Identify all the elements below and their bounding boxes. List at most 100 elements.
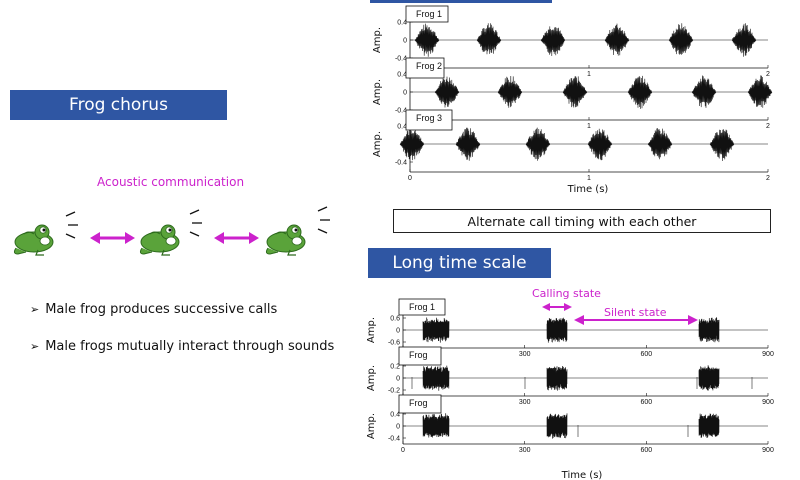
calling-state-label: Calling state bbox=[532, 287, 601, 300]
top-banner-edge bbox=[370, 0, 552, 3]
x-tick-label: 900 bbox=[762, 447, 774, 454]
y-tick-label: 0 bbox=[396, 424, 400, 431]
call-burst bbox=[540, 26, 566, 57]
frog-label: Frog bbox=[409, 398, 428, 408]
frog-label-box bbox=[405, 5, 449, 23]
call-burst bbox=[647, 128, 673, 160]
call-burst bbox=[747, 75, 773, 108]
frog-label-box bbox=[398, 346, 442, 366]
call-burst bbox=[434, 76, 460, 108]
frog-label: Frog 1 bbox=[409, 302, 435, 312]
acoustic-communication-label: Acoustic communication bbox=[97, 175, 245, 189]
x-tick-label: 0 bbox=[408, 175, 412, 182]
x-tick-label: 2 bbox=[766, 123, 770, 130]
bullet-item-1: ➢ Male frog produces successive calls bbox=[30, 302, 277, 317]
frog-label: Frog 1 bbox=[416, 9, 442, 19]
call-burst bbox=[627, 75, 653, 109]
frog-chorus-title-text: Frog chorus bbox=[69, 95, 168, 115]
bullet-arrow-icon: ➢ bbox=[30, 303, 40, 316]
call-burst bbox=[525, 127, 551, 161]
y-tick-label: 0 bbox=[403, 38, 407, 45]
silent-state-label: Silent state bbox=[604, 306, 667, 319]
y-tick-label: -0.4 bbox=[388, 436, 400, 443]
long-x-axis-label: Time (s) bbox=[561, 470, 603, 480]
bullet-text-1: Male frog produces successive calls bbox=[45, 302, 278, 317]
calling-bout bbox=[546, 317, 568, 343]
call-burst bbox=[691, 75, 717, 108]
x-tick-label: 300 bbox=[519, 447, 531, 454]
call-burst bbox=[399, 127, 425, 161]
calling-bout bbox=[422, 317, 450, 343]
x-tick-label: 900 bbox=[762, 399, 774, 406]
call-burst bbox=[731, 23, 757, 57]
y-tick-label: 0.4 bbox=[397, 72, 407, 79]
call-burst bbox=[476, 23, 502, 55]
y-tick-label: 0.2 bbox=[390, 364, 400, 371]
x-tick-label: 300 bbox=[519, 399, 531, 406]
double-arrow-icon bbox=[90, 232, 135, 244]
y-tick-label: -0.6 bbox=[388, 340, 400, 347]
call-burst bbox=[562, 76, 588, 108]
y-axis-label: Amp. bbox=[366, 317, 377, 343]
y-axis-label: Amp. bbox=[372, 79, 383, 105]
x-tick-label: 600 bbox=[640, 447, 652, 454]
alternate-timing-caption-text: Alternate call timing with each other bbox=[467, 213, 697, 229]
x-tick-label: 1 bbox=[587, 123, 591, 130]
frog-label: Frog 2 bbox=[416, 61, 442, 71]
frog-label: Frog bbox=[409, 350, 428, 360]
long-time-scale-title-text: Long time scale bbox=[392, 253, 527, 273]
bullet-text-2: Male frogs mutually interact through sou… bbox=[45, 339, 335, 354]
x-tick-label: 600 bbox=[640, 399, 652, 406]
call-burst bbox=[709, 129, 735, 162]
long-time-scale-title: Long time scale bbox=[368, 248, 551, 278]
double-arrow-icon bbox=[214, 232, 259, 244]
calling-bout bbox=[546, 365, 568, 391]
call-burst bbox=[455, 127, 481, 161]
call-burst bbox=[497, 75, 523, 108]
x-tick-label: 0 bbox=[401, 447, 405, 454]
y-axis-label: Amp. bbox=[366, 413, 377, 439]
calling-bout bbox=[422, 413, 450, 438]
y-tick-label: -0.2 bbox=[388, 388, 400, 395]
frog-chorus-title: Frog chorus bbox=[10, 90, 227, 120]
y-tick-label: -0.4 bbox=[395, 160, 407, 167]
call-burst bbox=[668, 23, 694, 55]
calling-bout bbox=[698, 413, 720, 438]
y-axis-label: Amp. bbox=[372, 27, 383, 53]
frog-label-box bbox=[405, 57, 445, 79]
y-axis-label: Amp. bbox=[372, 131, 383, 157]
call-burst bbox=[587, 128, 613, 161]
y-tick-label: 0.6 bbox=[390, 316, 400, 323]
x-tick-label: 600 bbox=[640, 351, 652, 358]
frog-label-box bbox=[398, 394, 442, 414]
x-tick-label: 2 bbox=[766, 71, 770, 78]
x-tick-label: 1 bbox=[587, 71, 591, 78]
y-tick-label: 0.4 bbox=[397, 124, 407, 131]
call-burst bbox=[414, 23, 440, 57]
bullet-arrow-icon: ➢ bbox=[30, 340, 40, 353]
alternate-timing-caption: Alternate call timing with each other bbox=[393, 209, 771, 233]
y-tick-label: -0.4 bbox=[395, 56, 407, 63]
y-tick-label: 0 bbox=[396, 328, 400, 335]
calling-bout bbox=[422, 365, 450, 391]
calling-state-arrow-icon bbox=[542, 303, 572, 311]
x-tick-label: 2 bbox=[766, 175, 770, 182]
x-tick-label: 900 bbox=[762, 351, 774, 358]
frog-label-box bbox=[405, 109, 453, 131]
silent-state-arrow-icon bbox=[574, 315, 698, 325]
y-tick-label: 0.4 bbox=[397, 20, 407, 27]
y-axis-label: Amp. bbox=[366, 365, 377, 391]
calling-bout bbox=[698, 317, 720, 343]
call-burst bbox=[604, 23, 630, 56]
bullet-item-2: ➢ Male frogs mutually interact through so… bbox=[30, 339, 334, 354]
x-tick-label: 1 bbox=[587, 175, 591, 182]
short-x-axis-label: Time (s) bbox=[567, 184, 609, 195]
frog-label: Frog 3 bbox=[416, 113, 442, 123]
